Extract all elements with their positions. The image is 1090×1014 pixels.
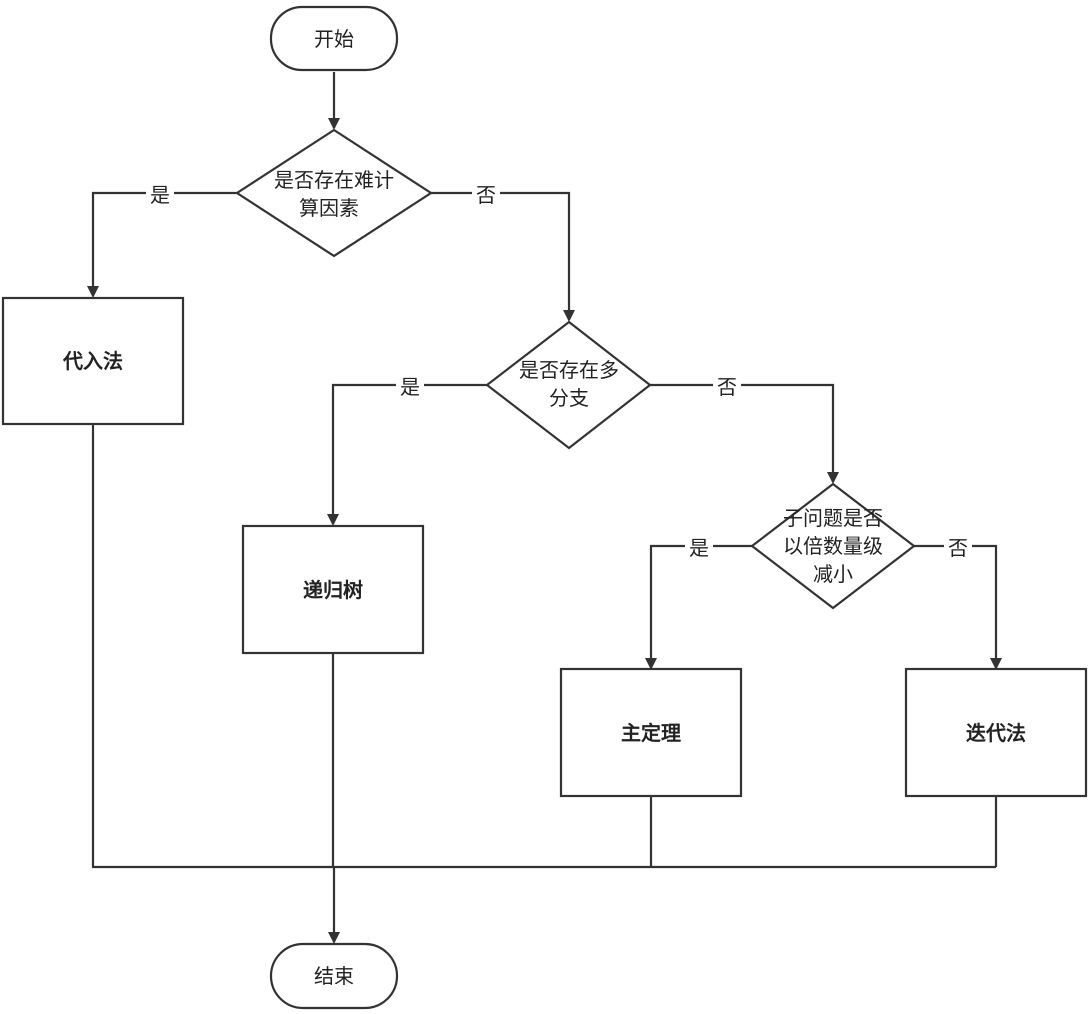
decision2-line2: 分支 [549,386,589,410]
decision3-line2: 以倍数量级 [783,534,883,558]
decision1-line2: 算因素 [299,196,359,220]
edge-label-no-2: 否 [717,375,737,399]
decision-node-1: 是否存在难计 算因素 [234,128,434,258]
edge-substitution-merge [91,424,996,869]
edge-decision1-yes [87,191,237,298]
decision1-line1: 是否存在难计 [274,168,394,192]
edge-decision3-yes [645,544,752,670]
decision2-line1: 是否存在多 [519,358,619,382]
edge-decision2-no [650,383,839,484]
edge-label-yes-3: 是 [689,536,709,560]
start-node: 开始 [269,5,399,72]
substitution-method-label: 代入法 [62,349,123,373]
iteration-method-label: 迭代法 [966,721,1026,745]
master-theorem-label: 主定理 [621,721,681,745]
edge-decision2-yes [327,383,487,526]
decision3-line1: 子问题是否 [783,506,883,530]
recursion-tree-node: 递归树 [241,524,425,655]
iteration-method-node: 迭代法 [904,667,1088,798]
decision3-line3: 减小 [813,562,853,586]
master-theorem-node: 主定理 [559,667,743,798]
end-label: 结束 [314,964,354,988]
edge-decision1-no [431,191,575,322]
recursion-tree-label: 递归树 [303,578,363,602]
edge-decision3-no [914,544,1002,670]
edge-label-no-1: 否 [476,183,496,207]
decision-node-2: 是否存在多 分支 [485,320,652,450]
edge-label-yes-2: 是 [400,375,420,399]
decision-node-3: 子问题是否 以倍数量级 减小 [750,482,916,610]
end-node: 结束 [269,942,399,1010]
substitution-method-node: 代入法 [1,296,185,426]
start-label: 开始 [314,27,354,51]
edge-label-no-3: 否 [948,536,968,560]
edge-label-yes-1: 是 [150,183,170,207]
